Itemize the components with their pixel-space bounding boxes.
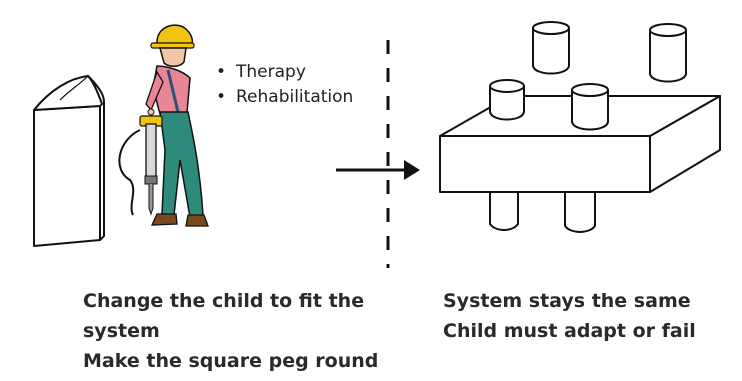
right-caption-line-1: System stays the same [443,290,691,312]
left-caption-line-2: system [83,320,160,342]
left-caption-line-1: Change the child to fit the [83,290,365,312]
arrow-right-icon [336,160,420,180]
square-peg-icon [33,75,105,247]
intervention-list: Therapy Rehabilitation [216,60,353,110]
right-caption-line-2: Child must adapt or fail [443,320,696,342]
bullet-rehabilitation: Rehabilitation [216,85,353,110]
worker-with-jackhammer-icon [118,24,209,227]
left-caption: Change the child to fit the system Make … [83,286,378,376]
bullet-therapy: Therapy [216,60,353,85]
left-caption-line-3: Make the square peg round [83,350,379,372]
board-with-round-pegs-icon [439,21,721,233]
right-caption: System stays the same Child must adapt o… [443,286,696,346]
